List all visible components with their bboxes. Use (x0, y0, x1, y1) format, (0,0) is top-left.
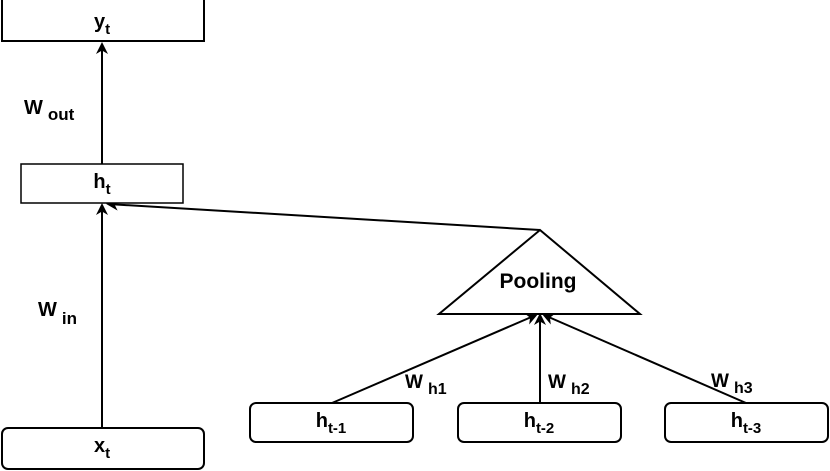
node-y (1, 0, 205, 42)
node-h-t-1 (249, 402, 414, 443)
node-h-t-2-label: ht-2 (524, 410, 555, 437)
edge-h1-to-pooling (331, 313, 538, 404)
node-y-label: yt (94, 11, 110, 38)
node-h-label: ht (93, 171, 110, 198)
node-x (1, 427, 205, 470)
pooling-node (436, 228, 643, 315)
edge-h3-to-pooling (542, 313, 747, 404)
edge-pooling-to-h (106, 198, 541, 231)
node-h (20, 163, 184, 204)
node-h-t-1-label: ht-1 (316, 410, 347, 437)
pooling-label: Pooling (500, 270, 577, 293)
node-h-t-3-label: ht-3 (731, 410, 762, 437)
node-x-label: xt (94, 435, 110, 462)
node-h-t-2 (457, 402, 622, 443)
node-h-t-3 (664, 402, 829, 443)
